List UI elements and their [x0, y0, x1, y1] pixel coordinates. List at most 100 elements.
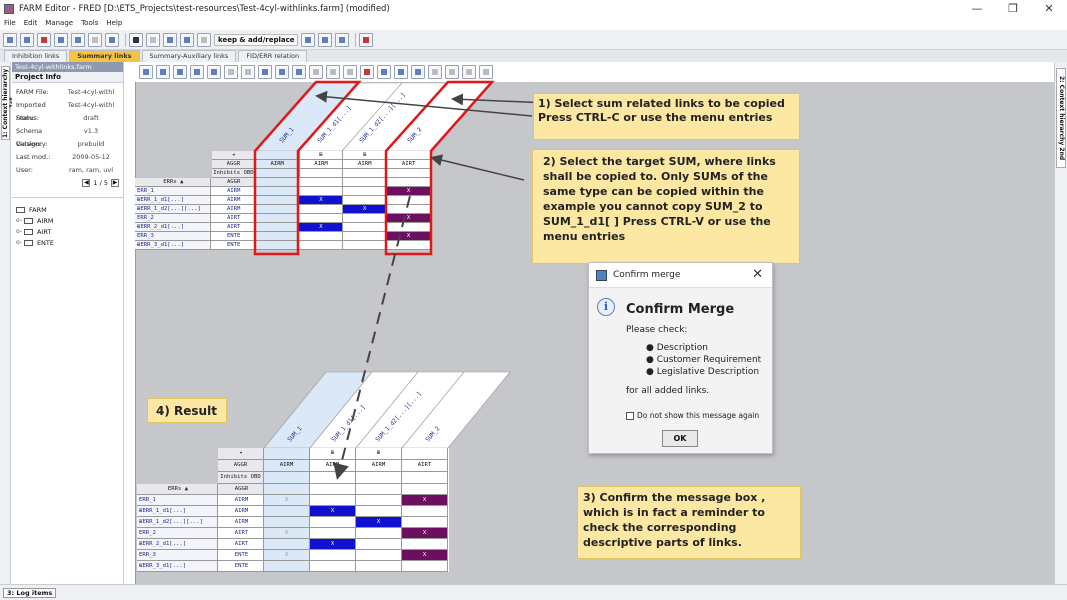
err-label[interactable]: ⊞ERR_2_d1[...]: [135, 223, 211, 232]
prev-page-button[interactable]: ◀: [82, 179, 91, 187]
matrix-cell[interactable]: [356, 550, 402, 561]
dialog-close-button[interactable]: ✕: [752, 267, 763, 282]
copied-link-cell[interactable]: X: [264, 495, 310, 506]
select-icon[interactable]: [275, 65, 289, 79]
matrix-cell[interactable]: [310, 550, 356, 561]
align-icon[interactable]: [326, 65, 340, 79]
view-icon[interactable]: [224, 65, 238, 79]
merge-icon[interactable]: [318, 32, 333, 47]
import-icon[interactable]: [54, 32, 68, 47]
tree-node-farm[interactable]: FARM: [12, 204, 123, 215]
err-label[interactable]: ⊞ERR_3_d1[...]: [137, 561, 218, 572]
err-label[interactable]: ERR_1: [135, 187, 211, 196]
matrix-cell[interactable]: [356, 528, 402, 539]
err-label[interactable]: ERR_2: [137, 528, 218, 539]
tab-summary-links[interactable]: Summary links: [69, 50, 140, 62]
context-hierarchy-2nd-tab[interactable]: 2: Context hierarchy 2nd: [1056, 68, 1066, 168]
checkbox-box[interactable]: [626, 411, 634, 420]
zoom-fit-icon[interactable]: [139, 65, 153, 79]
link-cell[interactable]: X: [310, 506, 356, 517]
open-file-icon[interactable]: [20, 32, 34, 47]
minimize-button[interactable]: —: [971, 2, 983, 15]
tree-node-ente[interactable]: ENTE: [12, 237, 123, 248]
err-label[interactable]: ERR_3: [137, 550, 218, 561]
expand-cell[interactable]: ⊞: [356, 448, 402, 460]
delete-link-icon[interactable]: [360, 65, 374, 79]
err-label[interactable]: ⊞ERR_3_d1[...]: [135, 241, 211, 250]
link-cell[interactable]: X: [402, 528, 448, 539]
matrix-cell[interactable]: [264, 517, 310, 528]
matrix-cell[interactable]: [356, 561, 402, 572]
do-not-show-checkbox[interactable]: Do not show this message again: [626, 411, 759, 420]
link-cell[interactable]: X: [402, 550, 448, 561]
trash-icon[interactable]: [462, 65, 476, 79]
matrix-cell[interactable]: [310, 495, 356, 506]
edit-icon[interactable]: [105, 32, 119, 47]
matrix-cell[interactable]: [402, 506, 448, 517]
copy-icon[interactable]: [377, 65, 391, 79]
close-icon[interactable]: [445, 65, 459, 79]
close-window-button[interactable]: ✕: [1044, 2, 1054, 15]
nav-arrow[interactable]: ◂: [218, 448, 264, 460]
sync-icon[interactable]: [335, 32, 350, 47]
copied-link-cell[interactable]: X: [264, 528, 310, 539]
matrix-cell[interactable]: [356, 495, 402, 506]
tab-summary-auxiliary-links[interactable]: Summary-Auxiliary links: [141, 50, 237, 62]
filter-icon[interactable]: [190, 65, 204, 79]
tree-node-airm[interactable]: AIRM: [12, 215, 123, 226]
err-label[interactable]: ERR_1: [137, 495, 218, 506]
new-file-icon[interactable]: [3, 32, 17, 47]
matrix-cell[interactable]: [310, 528, 356, 539]
layout-icon[interactable]: [207, 65, 221, 79]
matrix-cell[interactable]: [264, 561, 310, 572]
info-icon[interactable]: [180, 32, 194, 47]
cut-icon[interactable]: [428, 65, 442, 79]
save-icon[interactable]: [37, 32, 51, 47]
matrix-cell[interactable]: [402, 539, 448, 550]
link-cell[interactable]: X: [356, 517, 402, 528]
matrix-cell[interactable]: [356, 506, 402, 517]
keep-add-replace-toggle[interactable]: keep & add/replace: [214, 33, 299, 46]
err-label[interactable]: ⊞ERR_1_d1[...]: [137, 506, 218, 517]
redo-icon[interactable]: [163, 32, 177, 47]
collapse-icon[interactable]: [173, 65, 187, 79]
undo-icon[interactable]: [146, 32, 160, 47]
more-icon[interactable]: [479, 65, 493, 79]
matrix-cell[interactable]: [402, 517, 448, 528]
binoculars-icon[interactable]: [129, 32, 143, 47]
paste-icon[interactable]: [394, 65, 408, 79]
matrix-cell[interactable]: [310, 517, 356, 528]
dropdown-icon[interactable]: [241, 65, 255, 79]
table-icon[interactable]: [292, 65, 306, 79]
expand-icon[interactable]: [156, 65, 170, 79]
link-cell[interactable]: X: [310, 539, 356, 550]
err-label[interactable]: ⊞ERR_1_d1[...]: [135, 196, 211, 205]
matrix-cell[interactable]: [310, 561, 356, 572]
log-items-tab[interactable]: 3: Log items: [3, 588, 57, 598]
next-page-button[interactable]: ▶: [111, 179, 119, 187]
errs-header[interactable]: ERRs ▲: [137, 484, 218, 495]
tree-node-airt[interactable]: AIRT: [12, 226, 123, 237]
err-label[interactable]: ERR_3: [135, 232, 211, 241]
matrix-cell[interactable]: [264, 506, 310, 517]
err-label[interactable]: ⊞ERR_1_d2[...][...]: [137, 517, 218, 528]
expand-cell[interactable]: ⊞: [310, 448, 356, 460]
print-icon[interactable]: [88, 32, 102, 47]
copied-link-cell[interactable]: X: [264, 550, 310, 561]
err-label[interactable]: ERR_2: [135, 214, 211, 223]
maximize-button[interactable]: ❐: [1008, 2, 1018, 15]
tab-fid-err-relation[interactable]: FID/ERR relation: [238, 50, 308, 62]
minus-icon[interactable]: [197, 32, 211, 47]
menu-tools[interactable]: Tools: [81, 19, 99, 27]
grid-icon[interactable]: [343, 65, 357, 79]
err-label[interactable]: ⊞ERR_2_d1[...]: [137, 539, 218, 550]
back-icon[interactable]: [258, 65, 272, 79]
matrix-cell[interactable]: [402, 561, 448, 572]
err-label[interactable]: ⊞ERR_1_d2[...][...]: [135, 205, 211, 214]
chart-icon[interactable]: [411, 65, 425, 79]
menu-manage[interactable]: Manage: [45, 19, 74, 27]
tab-inhibition-links[interactable]: Inhibition links: [4, 50, 68, 62]
matrix-cell[interactable]: [356, 539, 402, 550]
menu-file[interactable]: File: [4, 19, 16, 27]
ok-button[interactable]: OK: [662, 430, 698, 447]
